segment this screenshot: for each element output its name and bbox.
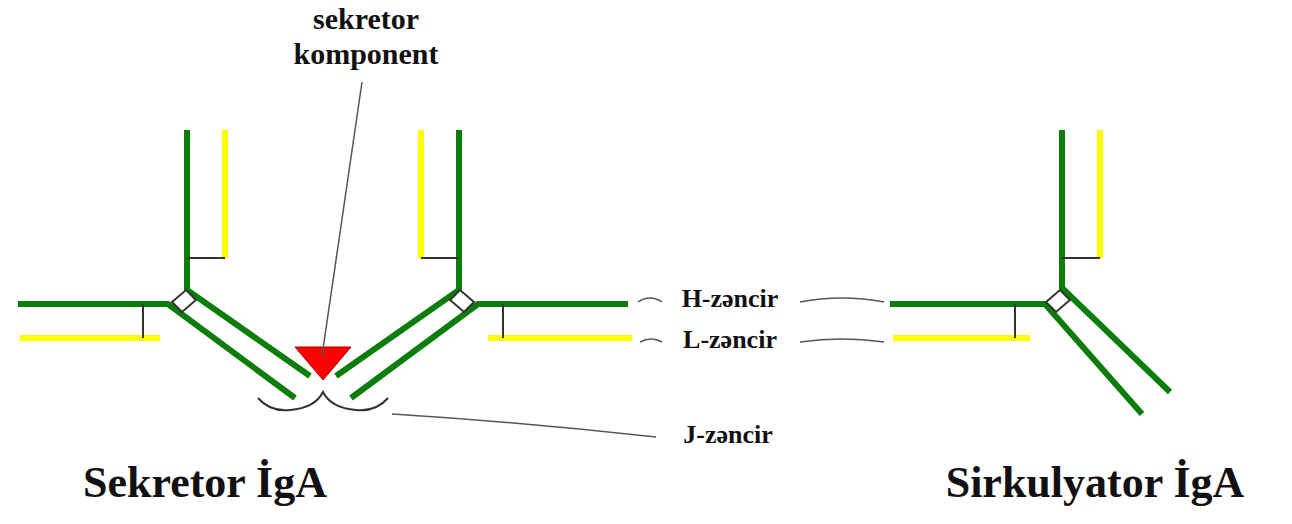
disulfide-bond: [1014, 304, 1016, 338]
heavy-chain: [890, 304, 1142, 414]
j-chain-brace: [258, 392, 388, 410]
figure-caption: Sirkulyator İgA: [946, 458, 1245, 509]
disulfide-bond: [187, 257, 225, 259]
leader-line: [800, 339, 884, 342]
hinge-bond: [172, 290, 196, 312]
light-chain: [1097, 130, 1103, 258]
light-chain: [20, 335, 160, 341]
disulfide-bond: [502, 304, 504, 338]
leader-line: [392, 414, 656, 437]
part-label: L-zəncir: [683, 325, 777, 355]
hinge-bond: [1046, 290, 1070, 312]
disulfide-bond: [421, 257, 459, 259]
heavy-chain: [187, 130, 310, 376]
disulfide-bond: [1062, 257, 1100, 259]
light-chain: [893, 335, 1030, 341]
callout-label: sekretor komponent: [241, 2, 491, 71]
heavy-chain: [1062, 130, 1170, 392]
leader-line: [638, 298, 662, 302]
light-chain: [222, 130, 228, 258]
light-chain: [418, 130, 424, 258]
leader-line: [322, 82, 362, 356]
heavy-chain: [18, 304, 295, 398]
light-chain: [488, 335, 632, 341]
hinge-bond: [450, 290, 474, 312]
part-label: J-zəncir: [683, 420, 773, 450]
leader-line: [800, 298, 884, 302]
leader-line: [640, 339, 662, 342]
part-label: H-zəncir: [682, 284, 779, 314]
figure-caption: Sekretor İgA: [83, 458, 327, 509]
heavy-chain: [336, 130, 459, 376]
heavy-chain: [351, 304, 628, 398]
disulfide-bond: [142, 304, 144, 338]
